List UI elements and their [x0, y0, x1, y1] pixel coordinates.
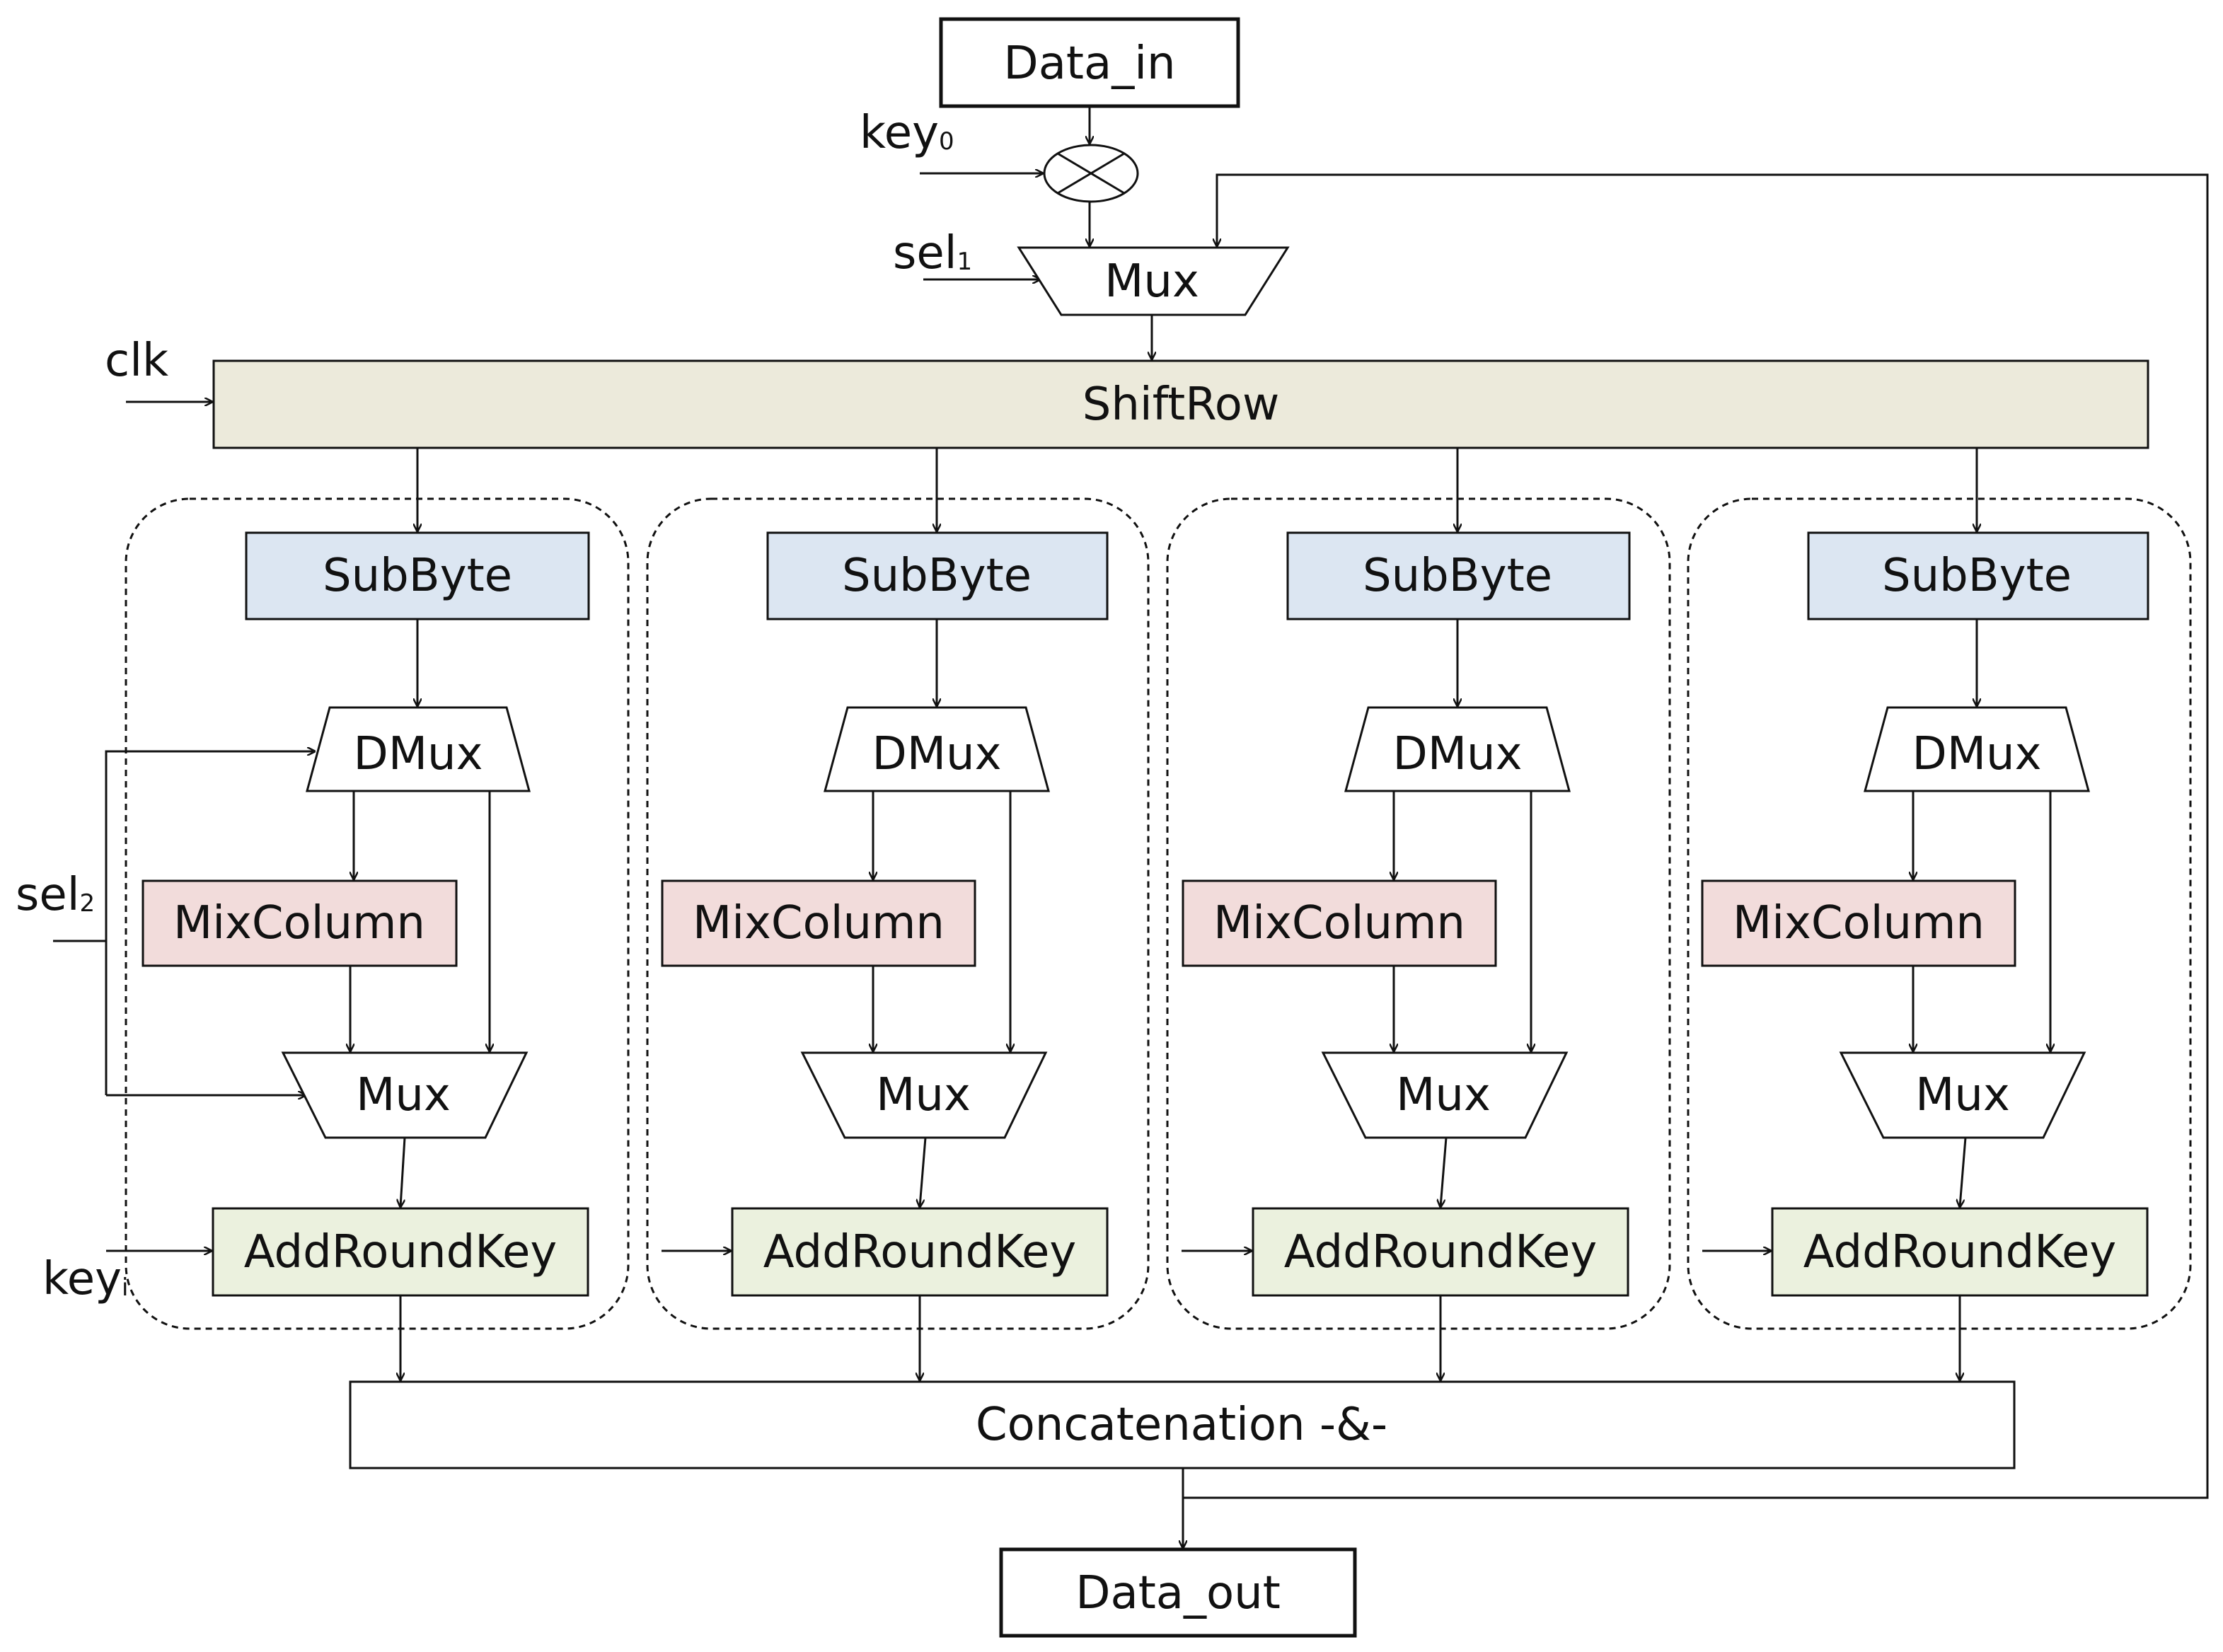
column-4-mux-to-addroundkey-wire: [1960, 1137, 1967, 1207]
data-in-label: Data_in: [1003, 37, 1175, 90]
mixcolumn-box: [661, 879, 976, 967]
key0-label: key0: [860, 107, 954, 159]
round-column-4: SubByte DMux MixColumn Mux AddRoundKey: [1687, 497, 2192, 1330]
clk-label: clk: [105, 335, 168, 387]
round-column-1: SubByte DMux MixColumn Mux AddRoundKey: [125, 497, 630, 1330]
xor-icon: [1043, 144, 1139, 203]
feedback-wire: [1183, 173, 2209, 1499]
sel2-label: sel2: [16, 869, 95, 921]
mux-shape: [1839, 1051, 2086, 1139]
subbyte-label: SubByte: [1882, 550, 2072, 602]
data-in-box: [939, 17, 1240, 108]
mux-shape: [1321, 1051, 1569, 1139]
addroundkey-label: AddRoundKey: [1284, 1226, 1597, 1278]
dmux-label: DMux: [872, 728, 1002, 780]
sel1-label: sel1: [893, 227, 972, 279]
mux-label: Mux: [356, 1069, 451, 1121]
addroundkey-label: AddRoundKey: [244, 1226, 557, 1278]
addroundkey-box: [1252, 1207, 1629, 1297]
top-mux-label: Mux: [1104, 255, 1199, 308]
subbyte-box: [1807, 531, 2149, 620]
dmux-shape: [306, 706, 531, 792]
mixcolumn-box: [1701, 879, 2016, 967]
column-3-mux-to-addroundkey-wire: [1440, 1137, 1448, 1207]
mux-label: Mux: [1396, 1069, 1491, 1121]
data-out-label: Data_out: [1075, 1567, 1281, 1619]
mux-shape: [800, 1051, 1048, 1139]
dmux-shape: [1864, 706, 2090, 792]
top-mux-shape: [1017, 246, 1290, 316]
mixcolumn-label: MixColumn: [693, 897, 945, 949]
round-column-2: SubByte DMux MixColumn Mux AddRoundKey: [646, 497, 1150, 1330]
addroundkey-box: [212, 1207, 589, 1297]
column-group-outline: [1166, 497, 1671, 1330]
mux-label: Mux: [876, 1069, 971, 1121]
column-2-mux-to-addroundkey-wire: [920, 1137, 927, 1207]
mixcolumn-box: [142, 879, 458, 967]
dmux-shape: [824, 706, 1050, 792]
round-column-3: SubByte DMux MixColumn Mux AddRoundKey: [1166, 497, 1671, 1330]
addroundkey-box: [1771, 1207, 2149, 1297]
addroundkey-label: AddRoundKey: [1803, 1226, 2116, 1278]
column-group-outline: [646, 497, 1150, 1330]
dmux-label: DMux: [354, 728, 483, 780]
subbyte-box: [766, 531, 1109, 620]
subbyte-label: SubByte: [1363, 550, 1552, 602]
connection-wires: [53, 106, 2209, 1548]
mixcolumn-label: MixColumn: [1213, 897, 1465, 949]
dmux-label: DMux: [1912, 728, 2042, 780]
subbyte-label: SubByte: [323, 550, 512, 602]
dmux-label: DMux: [1393, 728, 1523, 780]
mixcolumn-box: [1182, 879, 1497, 967]
column-group-outline: [1687, 497, 2192, 1330]
subbyte-box: [1286, 531, 1631, 620]
dmux-shape: [1344, 706, 1571, 792]
concatenation-box: [349, 1380, 2016, 1469]
concatenation-label: Concatenation -&-: [976, 1399, 1387, 1451]
subbyte-box: [245, 531, 590, 620]
column-1-mux-to-addroundkey-wire: [400, 1137, 406, 1207]
mux-label: Mux: [1915, 1069, 2010, 1121]
keyi-label: keyi: [42, 1253, 128, 1305]
data-out-box: [999, 1547, 1357, 1638]
shiftrow-box: [212, 359, 2149, 449]
mixcolumn-label: MixColumn: [173, 897, 425, 949]
mux-shape: [281, 1051, 529, 1139]
column-group-outline: [125, 497, 630, 1330]
addroundkey-label: AddRoundKey: [763, 1226, 1076, 1278]
mixcolumn-label: MixColumn: [1733, 897, 1985, 949]
addroundkey-box: [731, 1207, 1109, 1297]
shiftrow-label: ShiftRow: [1082, 379, 1280, 431]
sel2-to-dmux-wire: [105, 751, 315, 1095]
subbyte-label: SubByte: [842, 550, 1032, 602]
